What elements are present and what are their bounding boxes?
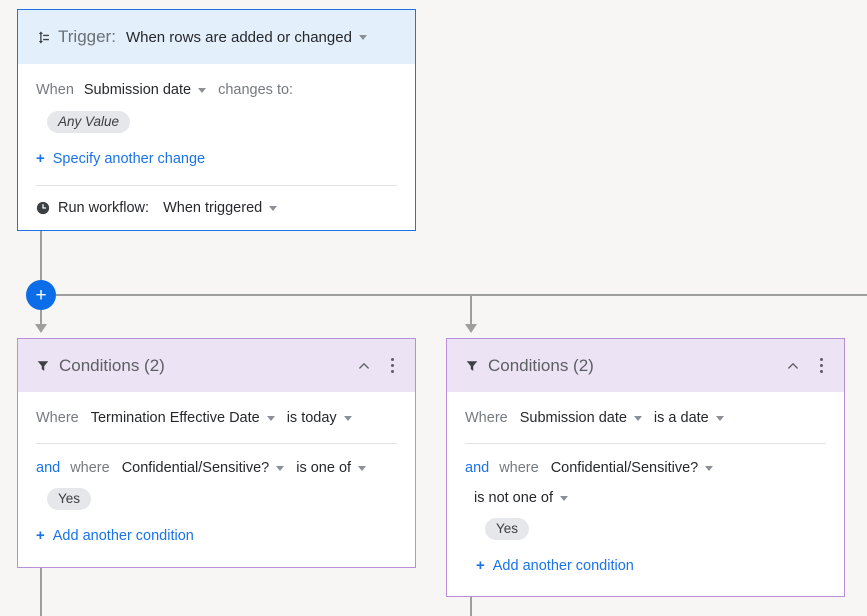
kebab-menu-icon[interactable] — [812, 355, 830, 377]
trigger-divider — [36, 185, 397, 186]
chevron-down-icon — [266, 416, 275, 421]
plus-icon: + — [476, 557, 485, 574]
condition-row: Where Termination Effective Date is toda… — [36, 410, 397, 426]
condition-field-select[interactable]: Submission date — [520, 410, 642, 426]
chevron-down-icon — [358, 466, 367, 471]
connector-left-card-down — [40, 568, 42, 616]
when-field-value: Submission date — [83, 82, 192, 98]
trigger-label: Trigger: — [58, 27, 116, 46]
filter-icon — [465, 359, 479, 373]
conditions-divider — [465, 443, 826, 444]
conditions-title-left: Conditions (2) — [59, 355, 165, 375]
condition-row: Where Submission date is a date — [465, 410, 826, 426]
sync-arrows-icon — [36, 30, 51, 45]
condition-operator-value: is one of — [296, 460, 352, 476]
kebab-menu-icon[interactable] — [383, 355, 401, 377]
condition-field-value: Termination Effective Date — [90, 410, 260, 426]
chevron-down-icon — [198, 88, 207, 93]
condition-operator-select[interactable]: is one of — [296, 460, 367, 476]
trigger-value-chip[interactable]: Any Value — [47, 111, 131, 133]
condition-value-chip[interactable]: Yes — [485, 518, 530, 540]
trigger-when-row: When Submission date changes to: — [36, 82, 397, 98]
condition-operator-select[interactable]: is not one of — [474, 490, 568, 506]
trigger-type-select[interactable]: When rows are added or changed — [126, 29, 367, 46]
condition-field-value: Confidential/Sensitive? — [550, 460, 699, 476]
trigger-card-header: Trigger: When rows are added or changed — [18, 10, 415, 64]
specify-another-change-row: + Specify another change — [36, 150, 397, 168]
condition-field-value: Submission date — [519, 410, 627, 426]
trigger-card: Trigger: When rows are added or changed … — [17, 9, 416, 231]
chevron-down-icon — [560, 496, 568, 501]
condition-operator-value: is not one of — [474, 490, 553, 506]
condition-operator-row: is not one of — [465, 490, 826, 506]
add-step-button[interactable]: + — [26, 280, 56, 310]
add-condition-row: + Add another condition — [465, 557, 826, 575]
clock-icon — [36, 201, 50, 215]
condition-operator-value: is today — [286, 410, 337, 426]
chevron-down-icon — [358, 35, 367, 40]
run-workflow-select[interactable]: When triggered — [163, 200, 278, 216]
add-another-condition-link[interactable]: + Add another condition — [476, 557, 634, 574]
connector-left-branch — [40, 310, 42, 326]
connector-right-branch — [470, 295, 472, 326]
condition-value-chip[interactable]: Yes — [47, 488, 92, 510]
condition-operator-select[interactable]: is a date — [654, 410, 724, 426]
condition-chip-area: Yes — [465, 518, 826, 540]
condition-conjunction[interactable]: and — [465, 460, 490, 476]
filter-icon — [36, 359, 50, 373]
specify-another-change-link[interactable]: + Specify another change — [36, 150, 205, 167]
conditions-header-left: Conditions (2) — [18, 339, 415, 392]
arrow-right-branch — [465, 324, 477, 333]
condition-prefix: where — [499, 460, 539, 476]
trigger-value-chip-area: Any Value — [36, 111, 397, 133]
run-workflow-label: Run workflow: — [58, 200, 150, 216]
conditions-divider — [36, 443, 397, 444]
when-field-select[interactable]: Submission date — [83, 82, 207, 98]
condition-field-select[interactable]: Termination Effective Date — [91, 410, 275, 426]
chevron-down-icon — [276, 466, 285, 471]
trigger-type-value: When rows are added or changed — [125, 28, 352, 46]
add-another-condition-link[interactable]: + Add another condition — [36, 527, 194, 544]
condition-field-select[interactable]: Confidential/Sensitive? — [122, 460, 285, 476]
chevron-down-icon — [343, 416, 352, 421]
condition-operator-select[interactable]: is today — [287, 410, 352, 426]
chevron-down-icon — [633, 416, 642, 421]
condition-field-select[interactable]: Confidential/Sensitive? — [551, 460, 714, 476]
chevron-down-icon — [705, 466, 714, 471]
plus-icon: + — [36, 150, 45, 167]
conditions-title-right: Conditions (2) — [488, 355, 594, 375]
conditions-body-right: Where Submission date is a date and wher… — [447, 410, 844, 575]
add-another-condition-label: Add another condition — [52, 527, 194, 544]
specify-another-change-label: Specify another change — [52, 150, 206, 167]
condition-conjunction[interactable]: and — [36, 460, 61, 476]
when-label: When — [36, 82, 74, 98]
run-workflow-value: When triggered — [163, 200, 263, 216]
changes-to-label: changes to: — [218, 82, 294, 98]
arrow-left-branch — [35, 324, 47, 333]
conditions-header-right: Conditions (2) — [447, 339, 844, 392]
plus-icon: + — [36, 527, 45, 544]
condition-prefix: where — [70, 460, 110, 476]
chevron-down-icon — [269, 206, 278, 211]
conditions-body-left: Where Termination Effective Date is toda… — [18, 410, 415, 545]
add-condition-row: + Add another condition — [36, 527, 397, 545]
condition-chip-area: Yes — [36, 488, 397, 510]
connector-trigger-down — [40, 231, 42, 295]
condition-prefix: Where — [36, 410, 79, 426]
chevron-down-icon — [715, 416, 724, 421]
condition-prefix: Where — [465, 410, 508, 426]
conditions-card-right: Conditions (2) Where Submission date is … — [446, 338, 845, 597]
connector-right-card-down — [470, 597, 472, 616]
chevron-up-icon[interactable] — [782, 355, 804, 377]
condition-field-value: Confidential/Sensitive? — [121, 460, 270, 476]
conditions-card-left: Conditions (2) Where Termination Effecti… — [17, 338, 416, 568]
chevron-up-icon[interactable] — [353, 355, 375, 377]
condition-operator-value: is a date — [653, 410, 709, 426]
connector-branch-horizontal — [56, 294, 867, 296]
trigger-card-body: When Submission date changes to: Any Val… — [18, 82, 415, 216]
add-another-condition-label: Add another condition — [492, 557, 634, 574]
condition-row: and where Confidential/Sensitive? is one… — [36, 460, 397, 476]
condition-row: and where Confidential/Sensitive? — [465, 460, 826, 476]
run-workflow-row: Run workflow: When triggered — [36, 200, 397, 216]
